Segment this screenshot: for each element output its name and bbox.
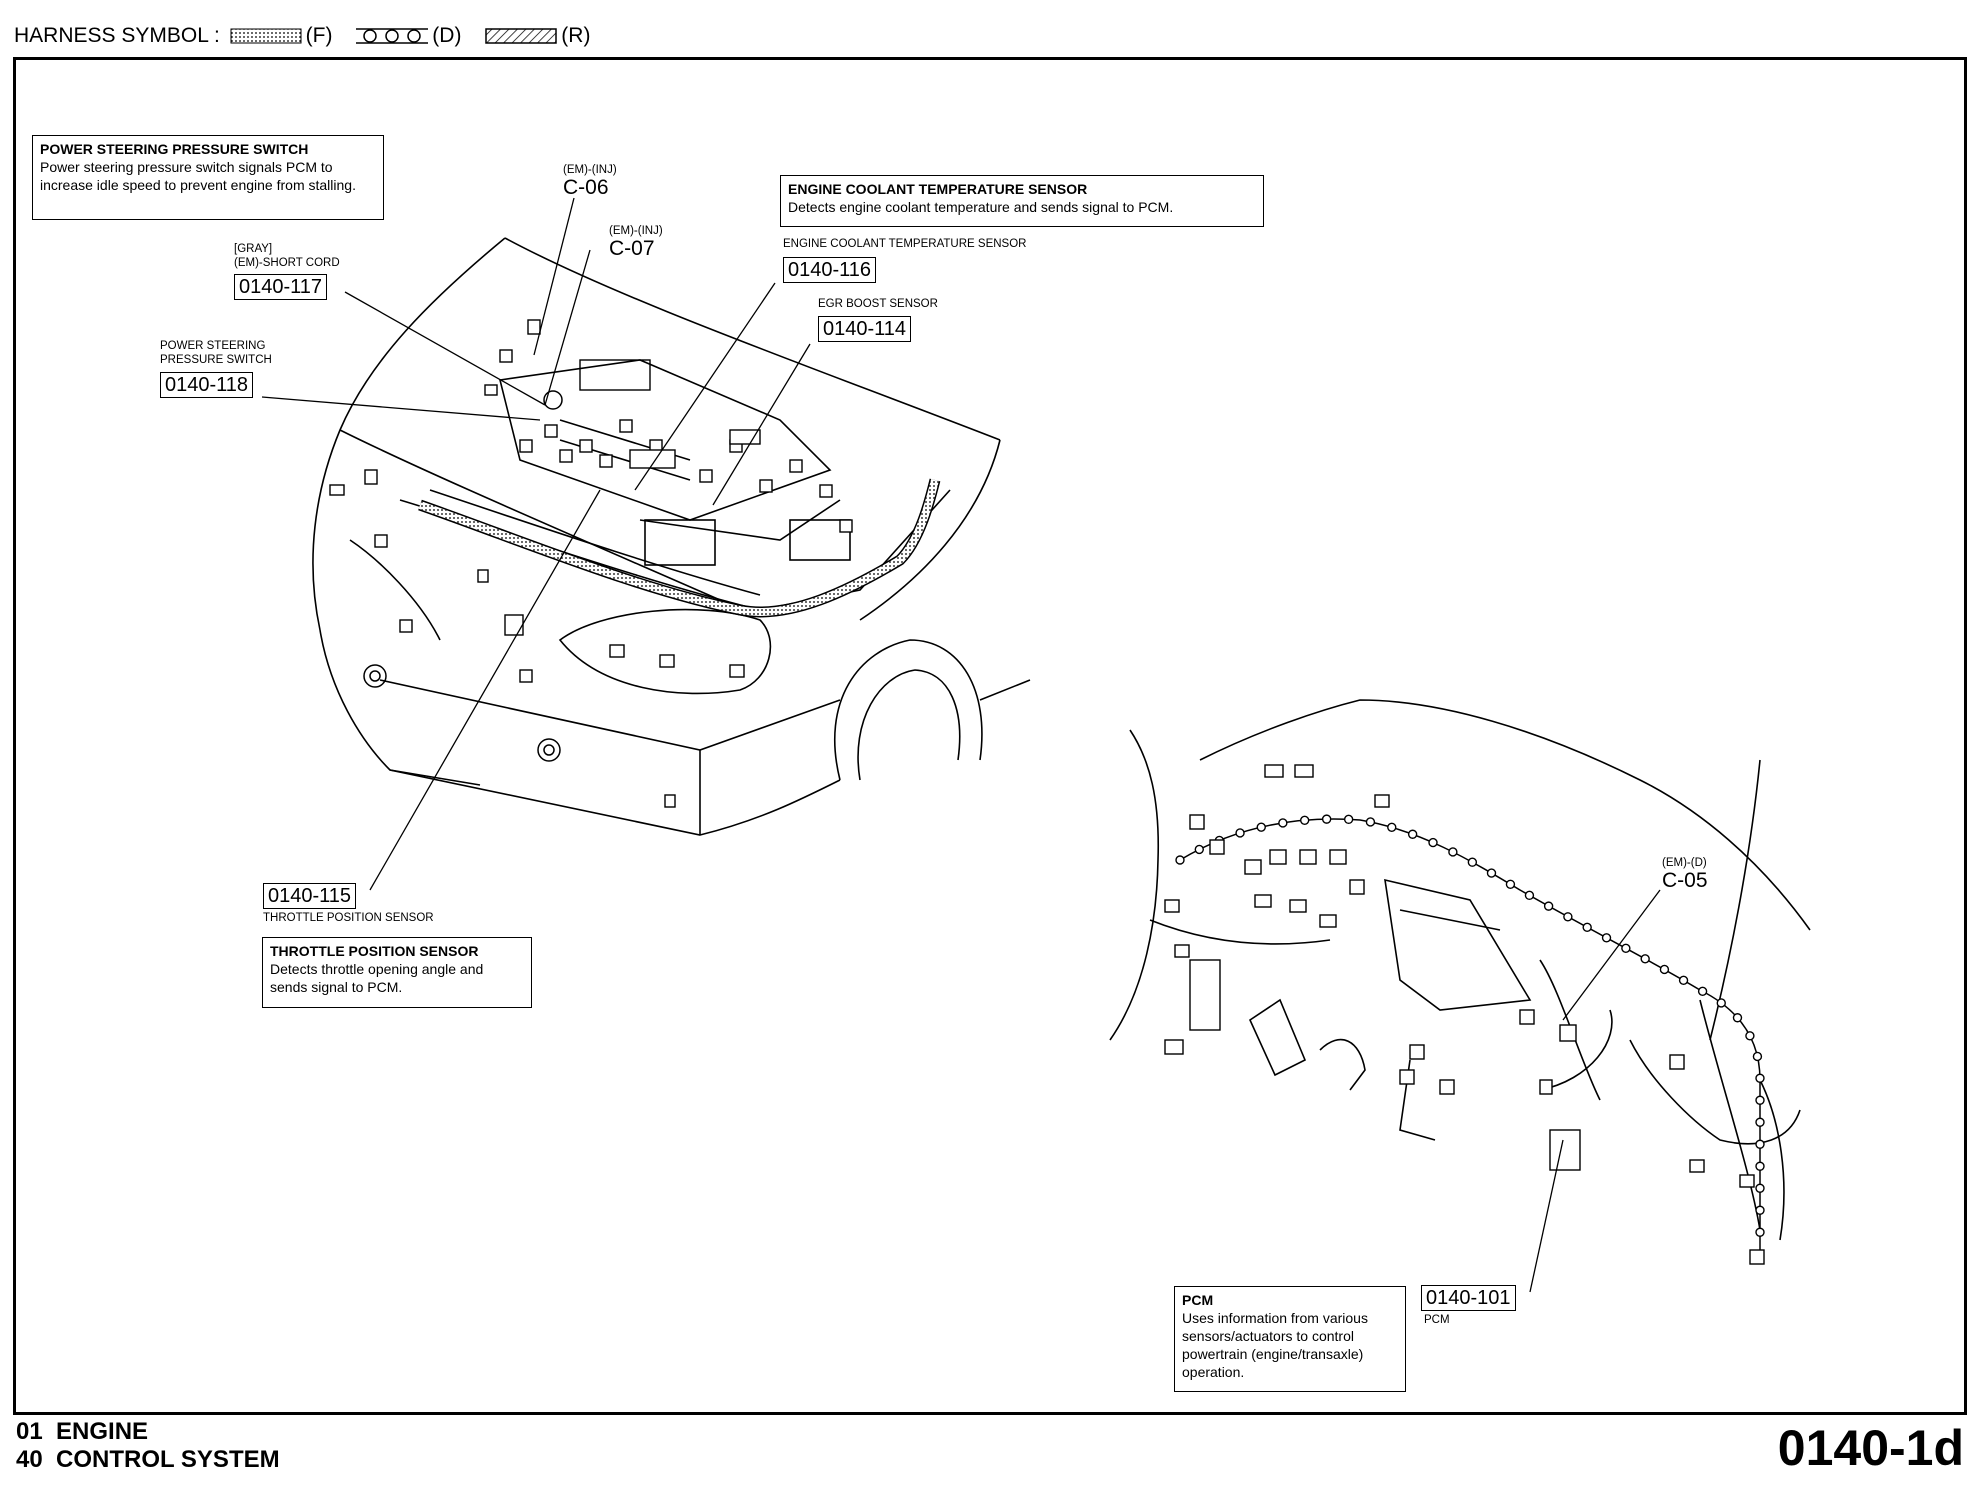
label-ect: ENGINE COOLANT TEMPERATURE SENSOR <box>783 238 1027 250</box>
harness-bead <box>1543 901 1554 911</box>
callout-text: Detects throttle opening angle and sends… <box>270 961 484 995</box>
harness-bead <box>1194 844 1204 855</box>
harness-bead <box>1563 912 1573 922</box>
harness-bead <box>1755 1139 1765 1149</box>
connector-harness: (EM)-(INJ) <box>563 164 617 176</box>
connector-id: C-07 <box>609 237 655 260</box>
page-number: 0140-1d <box>1777 1420 1964 1476</box>
dash-connectors <box>1164 764 1765 1265</box>
harness-bead <box>1486 868 1497 878</box>
harness-bead <box>1175 855 1185 865</box>
legend-r: (R) <box>561 24 591 47</box>
label-egr: EGR BOOST SENSOR <box>818 298 938 310</box>
harness-bead <box>1755 1183 1765 1193</box>
label-tps: THROTTLE POSITION SENSOR <box>263 912 434 924</box>
harness-bead <box>1755 1161 1765 1171</box>
harness-bead <box>1755 1095 1765 1105</box>
dash-harness-beads <box>1175 814 1765 1237</box>
harness-f-symbol-icon <box>230 28 302 44</box>
legend-d: (D) <box>432 24 462 47</box>
code-0140-118[interactable]: 0140-118 <box>160 372 254 398</box>
legend-label: HARNESS SYMBOL : <box>14 24 220 47</box>
harness-bead <box>1755 1073 1765 1083</box>
harness-bead <box>1365 817 1376 827</box>
connector-id: C-06 <box>563 176 609 199</box>
harness-bead <box>1448 847 1458 857</box>
ect-sensor-callout: ENGINE COOLANT TEMPERATURE SENSOR Detect… <box>780 175 1264 227</box>
harness-bead <box>1524 890 1535 901</box>
label-pcm: PCM <box>1424 1314 1450 1326</box>
harness-bead <box>1299 815 1310 825</box>
label-short-cord: (EM)-SHORT CORD <box>234 257 340 269</box>
harness-bead <box>1697 986 1708 997</box>
harness-bead <box>1387 822 1397 833</box>
harness-bead <box>1343 814 1354 825</box>
callout-text: Detects engine coolant temperature and s… <box>788 199 1174 215</box>
connector-c05[interactable]: (EM)-(D) C-05 <box>1662 857 1708 892</box>
callout-title: POWER STEERING PRESSURE SWITCH <box>40 141 309 157</box>
harness-bead <box>1755 1205 1765 1215</box>
engine-bay-drawing <box>312 237 1031 836</box>
callout-text: Uses information from various sensors/ac… <box>1182 1310 1368 1380</box>
diagram-frame <box>13 57 1967 1415</box>
connector-harness: (EM)-(INJ) <box>609 225 663 237</box>
pcm-callout: PCM Uses information from various sensor… <box>1174 1286 1406 1392</box>
harness-bead <box>1582 922 1592 933</box>
tps-callout: THROTTLE POSITION SENSOR Detects throttl… <box>262 937 532 1008</box>
harness-bead <box>1256 822 1266 832</box>
connector-c06[interactable]: (EM)-(INJ) C-06 <box>563 164 617 199</box>
harness-bead <box>1505 879 1516 889</box>
dashboard-drawing <box>1109 699 1811 1241</box>
harness-bead <box>1601 933 1612 943</box>
harness-bead <box>1678 975 1689 986</box>
section-heading: 01 ENGINE 40 CONTROL SYSTEM <box>16 1418 280 1474</box>
callout-title: ENGINE COOLANT TEMPERATURE SENSOR <box>788 181 1088 197</box>
leader-lines <box>261 197 1661 1293</box>
code-0140-114[interactable]: 0140-114 <box>818 316 912 342</box>
callout-title: PCM <box>1182 1292 1214 1308</box>
connector-id: C-05 <box>1662 869 1708 892</box>
harness-bead <box>1732 1013 1743 1023</box>
code-0140-101[interactable]: 0140-101 <box>1421 1285 1516 1311</box>
section-line-2: 40 CONTROL SYSTEM <box>16 1446 280 1473</box>
harness-bead <box>1321 814 1332 824</box>
harness-d-symbol-icon <box>356 28 429 45</box>
label-ps-2: PRESSURE SWITCH <box>160 354 272 366</box>
harness-bead <box>1621 943 1631 953</box>
power-steering-switch-callout: POWER STEERING PRESSURE SWITCH Power ste… <box>32 135 384 220</box>
connector-harness: (EM)-(D) <box>1662 857 1707 869</box>
harness-bead <box>1467 857 1478 867</box>
code-0140-116[interactable]: 0140-116 <box>783 257 877 283</box>
code-0140-115[interactable]: 0140-115 <box>263 883 357 909</box>
harness-bead <box>1755 1227 1765 1237</box>
harness-bead <box>1407 829 1418 839</box>
section-line-1: 01 ENGINE <box>16 1418 149 1445</box>
harness-bead <box>1659 964 1670 975</box>
harness-bead <box>1716 998 1726 1008</box>
harness-bead <box>1752 1051 1763 1062</box>
callout-text: Power steering pressure switch signals P… <box>40 159 356 193</box>
label-ps-1: POWER STEERING <box>160 340 266 352</box>
harness-r-symbol-icon <box>485 28 558 45</box>
harness-bead <box>1745 1031 1755 1041</box>
harness-bead <box>1235 828 1245 838</box>
code-0140-117[interactable]: 0140-117 <box>234 274 328 300</box>
harness-bead <box>1640 954 1650 964</box>
engine-connectors <box>329 319 853 808</box>
harness-bead <box>1428 837 1438 848</box>
connector-c07[interactable]: (EM)-(INJ) C-07 <box>609 225 663 260</box>
harness-bead <box>1278 818 1288 828</box>
harness-symbol-legend: HARNESS SYMBOL : (F) (D) (R) <box>14 24 590 48</box>
label-gray: [GRAY] <box>234 243 273 255</box>
legend-f: (F) <box>305 24 333 47</box>
harness-bead <box>1755 1117 1765 1127</box>
callout-title: THROTTLE POSITION SENSOR <box>270 943 479 959</box>
